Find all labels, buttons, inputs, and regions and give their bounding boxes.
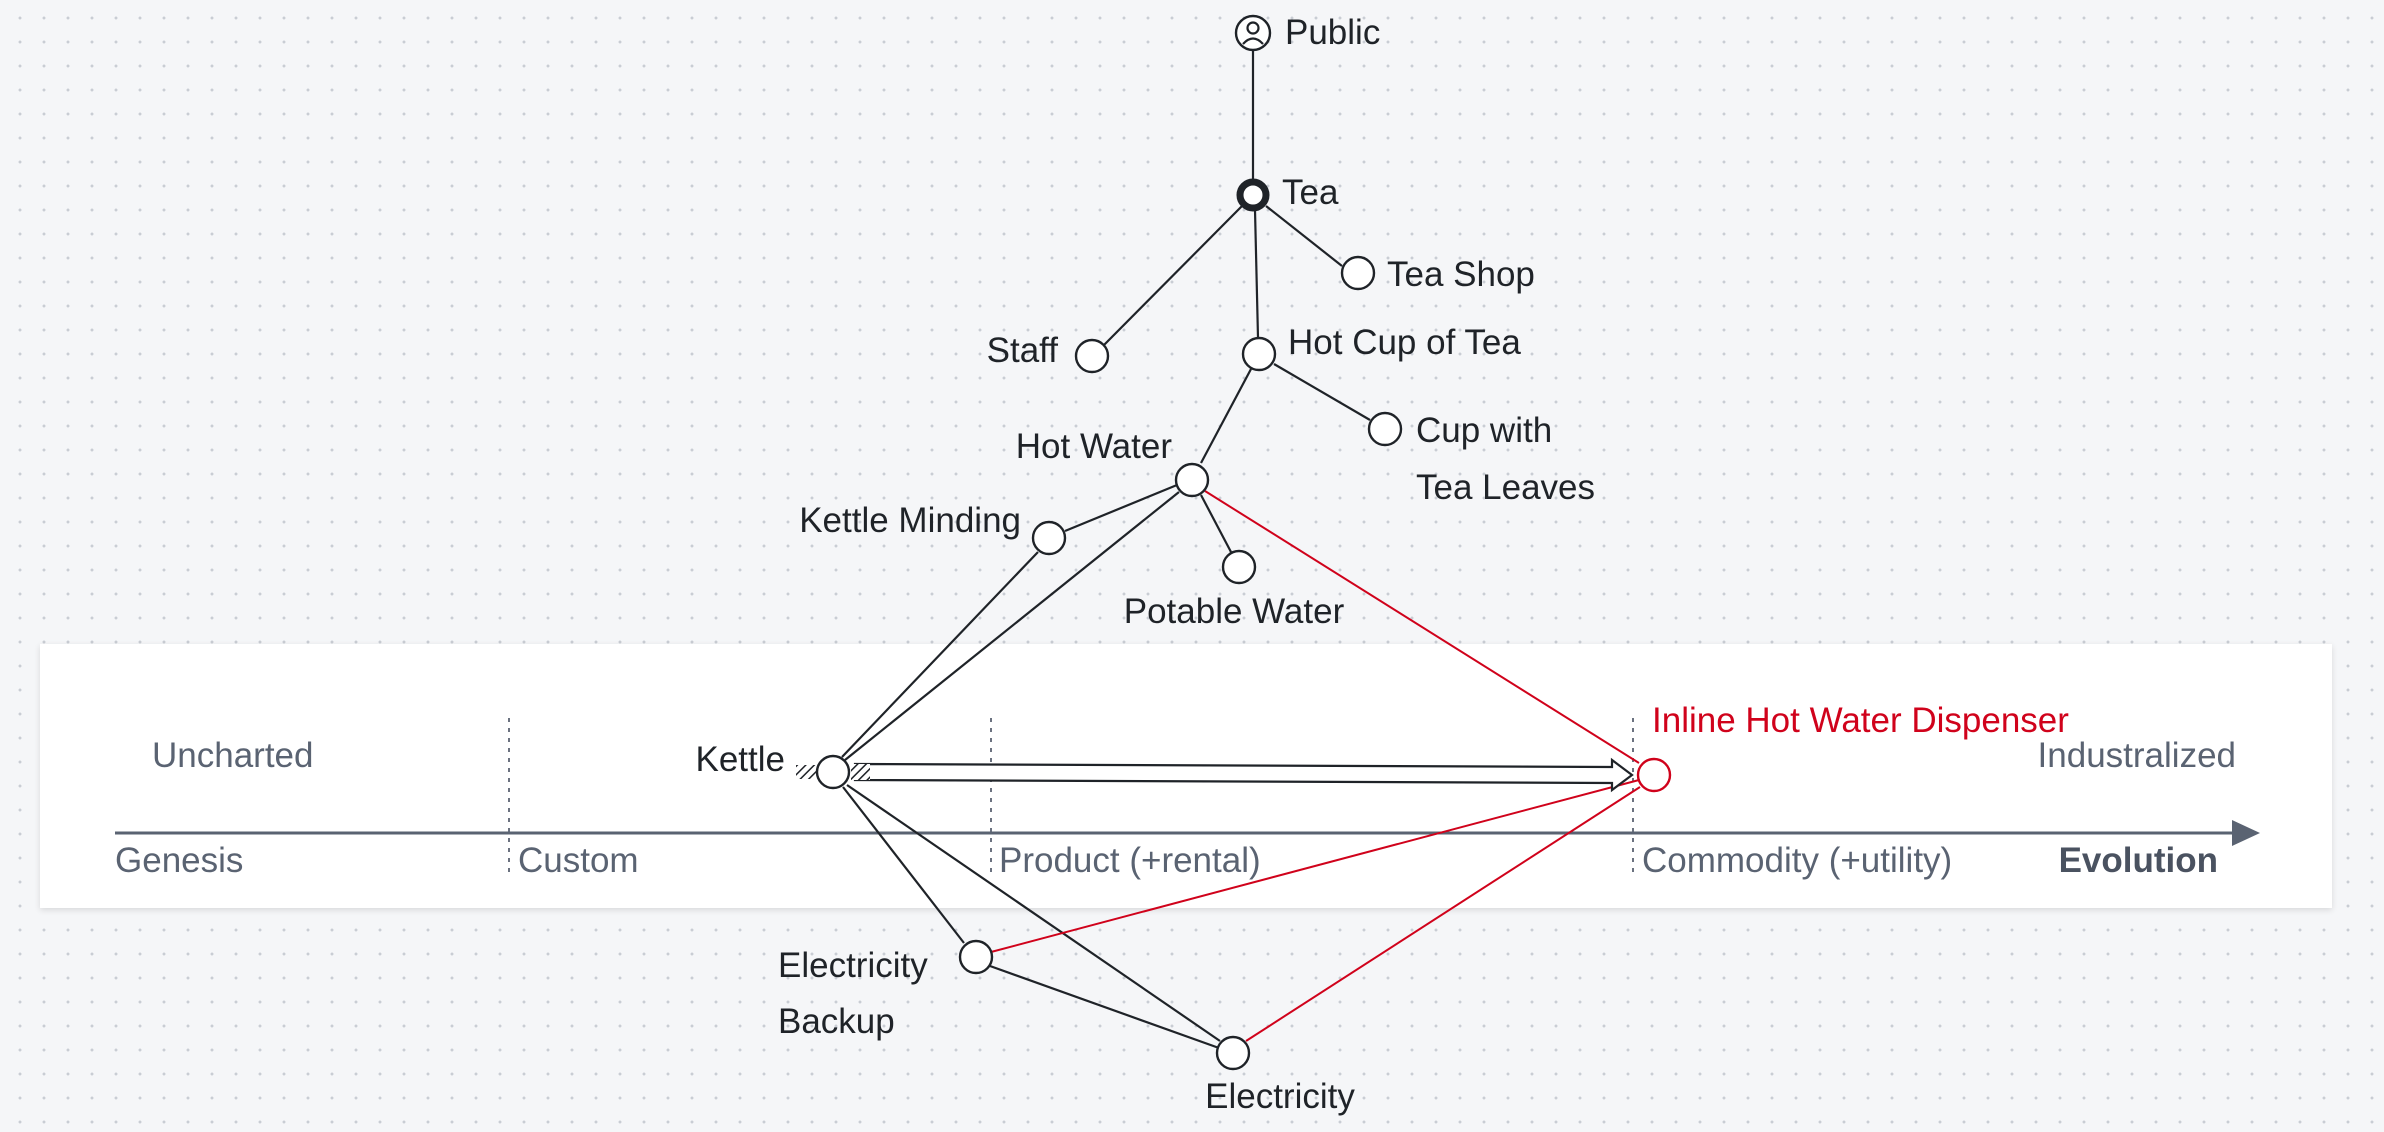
label-cup-with-tea-leaves-1: Cup with	[1416, 411, 1552, 450]
link-hotwater-potable[interactable]	[1200, 494, 1232, 553]
inertia-hatch-icon	[796, 765, 816, 779]
node-kettle-minding[interactable]	[1031, 520, 1067, 556]
stage-genesis: Genesis	[115, 841, 243, 880]
link-kettleminding-kettle[interactable]	[841, 551, 1039, 758]
node-hot-water[interactable]	[1174, 462, 1210, 498]
node-kettle[interactable]	[815, 754, 851, 790]
value-chain-links	[841, 51, 1371, 1050]
evolution-links	[990, 490, 1641, 1042]
component-labels: Public Tea Tea Shop Staff Hot Cup of Tea…	[696, 13, 2070, 1116]
link-hotcup-hotwater[interactable]	[1200, 368, 1252, 464]
label-potable-water: Potable Water	[1124, 592, 1345, 631]
node-electricity-backup[interactable]	[958, 939, 994, 975]
label-cup-with-tea-leaves-2: Tea Leaves	[1416, 468, 1595, 507]
link-tea-teashop[interactable]	[1265, 205, 1343, 267]
label-electricity-backup-1: Electricity	[778, 946, 928, 985]
node-potable-water[interactable]	[1221, 549, 1257, 585]
node-inline-hot-water-dispenser[interactable]	[1636, 757, 1672, 793]
label-inline-hot-water-dispenser: Inline Hot Water Dispenser	[1652, 701, 2069, 740]
label-staff: Staff	[987, 331, 1059, 370]
node-electricity[interactable]	[1215, 1035, 1251, 1071]
link-kettle-backup[interactable]	[842, 786, 965, 944]
label-hot-water: Hot Water	[1016, 427, 1173, 466]
evolution-axis-arrowhead-icon	[2232, 820, 2260, 846]
stage-product: Product (+rental)	[999, 841, 1261, 880]
node-tea[interactable]	[1236, 178, 1270, 212]
user-circle-icon[interactable]	[1234, 14, 1272, 52]
region-industrialized: Industralized	[2038, 736, 2236, 775]
node-tea-shop[interactable]	[1340, 255, 1376, 291]
label-electricity-backup-2: Backup	[778, 1002, 895, 1041]
link-hotwater-kettle[interactable]	[844, 491, 1180, 761]
label-tea: Tea	[1282, 173, 1339, 212]
label-hot-cup-of-tea: Hot Cup of Tea	[1288, 323, 1521, 362]
evolve-link-electricity-dispenser[interactable]	[1245, 786, 1641, 1042]
node-staff[interactable]	[1074, 338, 1110, 374]
link-hotcup-cup[interactable]	[1273, 363, 1371, 421]
component-nodes	[815, 14, 1672, 1071]
label-tea-shop: Tea Shop	[1387, 255, 1535, 294]
node-hot-cup-of-tea[interactable]	[1241, 336, 1277, 372]
evolve-link-backup-dispenser[interactable]	[990, 779, 1640, 953]
link-backup-electricity[interactable]	[989, 964, 1220, 1050]
stage-commodity: Commodity (+utility)	[1642, 841, 1952, 880]
region-uncharted: Uncharted	[152, 736, 313, 775]
link-tea-staff[interactable]	[1101, 204, 1244, 348]
node-cup-with-tea-leaves[interactable]	[1367, 411, 1403, 447]
stage-custom: Custom	[518, 841, 639, 880]
evolve-link-hotwater-dispenser[interactable]	[1204, 490, 1640, 764]
inertia-hatch-icon-right	[851, 764, 870, 780]
arrow-right-outline-icon[interactable]	[853, 757, 1634, 793]
link-hotwater-kettleminding[interactable]	[1064, 483, 1178, 533]
label-public: Public	[1285, 13, 1380, 52]
axis-title-evolution: Evolution	[2059, 841, 2218, 880]
label-kettle: Kettle	[696, 740, 786, 779]
link-kettle-electricity[interactable]	[846, 784, 1221, 1042]
link-tea-hotcup[interactable]	[1253, 209, 1260, 339]
label-kettle-minding: Kettle Minding	[799, 501, 1021, 540]
label-electricity: Electricity	[1205, 1077, 1355, 1116]
